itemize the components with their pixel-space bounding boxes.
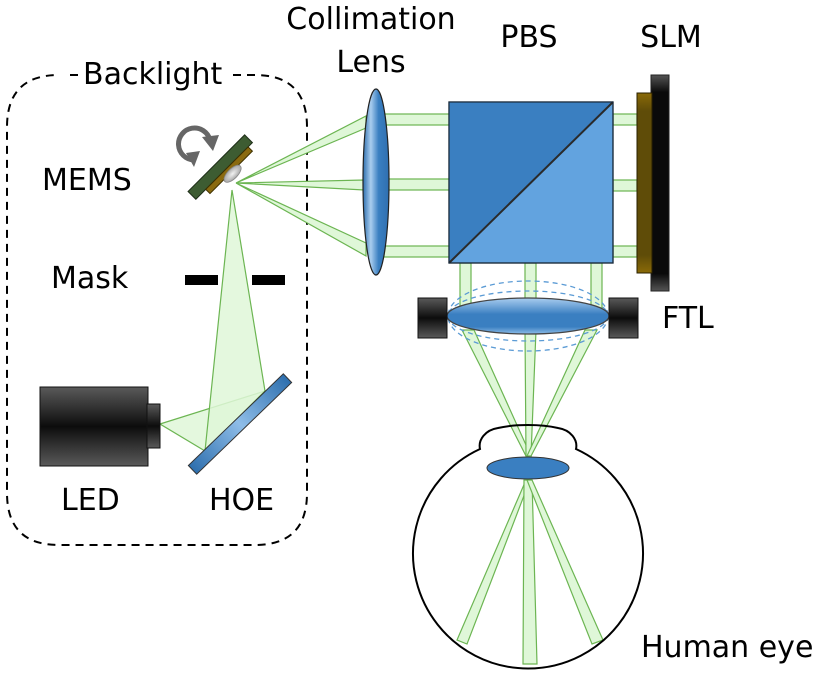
label-lens: Lens	[336, 45, 406, 80]
ftl-holder-left	[417, 297, 448, 339]
mask-right	[252, 275, 285, 285]
hoe-element	[187, 373, 293, 475]
beams-inside-eye	[456, 479, 604, 665]
mask-left	[185, 275, 218, 285]
label-pbs: PBS	[500, 20, 558, 55]
label-backlight: Backlight	[83, 57, 223, 92]
beams-pbs-to-slm	[612, 113, 638, 258]
led-body	[39, 386, 149, 467]
label-mask: Mask	[51, 261, 129, 296]
label-mems: MEMS	[42, 163, 132, 198]
eye-lens	[486, 456, 570, 480]
pbs-cube	[448, 101, 614, 264]
label-human-eye: Human eye	[641, 630, 814, 665]
label-collimation: Collimation	[286, 2, 456, 37]
slm-backplane	[650, 74, 670, 292]
ftl-holder-right	[608, 297, 639, 339]
rotation-arrow-icon	[176, 125, 219, 167]
label-slm: SLM	[640, 20, 702, 55]
backlight-boundary	[6, 74, 308, 546]
mems-mirror	[187, 134, 254, 200]
eye-outline	[412, 424, 644, 670]
label-led: LED	[61, 483, 120, 518]
ftl-lens	[446, 297, 610, 335]
slm-panel	[636, 92, 653, 274]
label-hoe: HOE	[209, 483, 275, 518]
label-ftl: FTL	[662, 301, 714, 336]
led-nozzle	[146, 403, 161, 449]
beams-lens-to-pbs	[383, 113, 451, 258]
beams-mems-to-lens	[235, 115, 367, 258]
collimation-lens	[362, 88, 390, 276]
